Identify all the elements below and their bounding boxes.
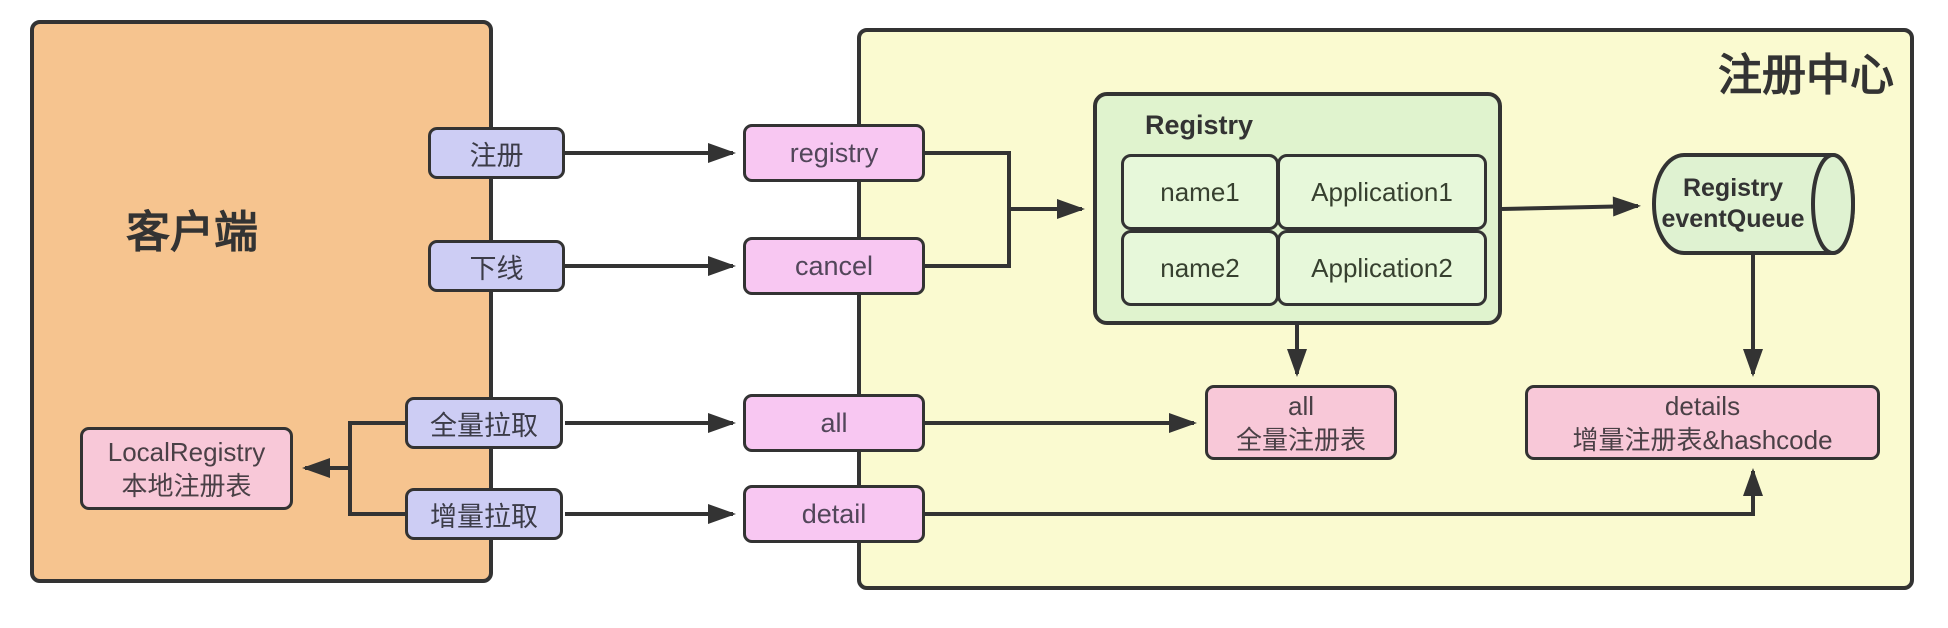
endpoint-detail: detail [743,485,925,543]
incremental-registry-line2: 增量注册表&hashcode [1572,424,1833,455]
registry-table-cell-application2: Application2 [1277,230,1487,306]
connector-pull-merge [348,421,405,516]
registry-table-cell-application1: Application1 [1277,154,1487,230]
endpoint-cancel: cancel [743,237,925,295]
endpoint-registry: registry [743,124,925,182]
local-registry-line1: LocalRegistry [107,436,266,467]
registry-center-title: 注册中心 [1718,51,1894,100]
full-registry-line1: all [1287,390,1314,421]
full-registry-line2: 全量注册表 [1235,424,1366,455]
connector-registry-cancel-merge [925,151,1011,268]
incremental-pull-button: 增量拉取 [405,488,563,540]
event-queue-label: Registry eventQueue [1652,160,1814,248]
arrow-detail-to-details [925,468,1763,516]
register-button: 注册 [428,127,565,179]
registry-table-cell-name2: name2 [1121,230,1279,306]
incremental-registry-box: details 增量注册表&hashcode [1525,385,1880,460]
full-registry-box: all 全量注册表 [1205,385,1397,460]
event-queue-label-line1: Registry [1682,174,1784,202]
incremental-registry-line1: details [1664,390,1741,421]
endpoint-all: all [743,394,925,452]
full-pull-button: 全量拉取 [405,397,563,449]
local-registry-box: LocalRegistry 本地注册表 [80,427,293,510]
registry-table-cell-name1: name1 [1121,154,1279,230]
offline-button: 下线 [428,240,565,292]
local-registry-line2: 本地注册表 [121,470,252,501]
client-panel-title: 客户端 [126,208,258,257]
event-queue-cylinder [1652,153,1855,255]
event-queue-label-line2: eventQueue [1661,205,1805,233]
registry-table: Registry name1 Application1 name2 Applic… [1093,92,1502,325]
registry-table-title: Registry [1145,110,1254,140]
arrow-table-to-event-queue [1501,196,1641,217]
